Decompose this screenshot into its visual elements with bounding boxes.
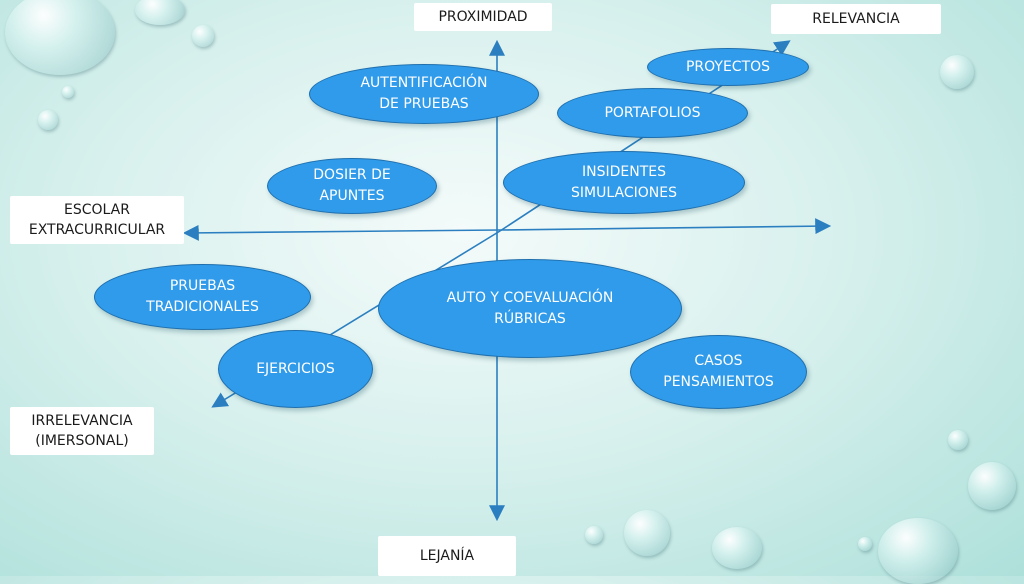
water-drop bbox=[858, 537, 872, 551]
node-portafolios-text: PORTAFOLIOS bbox=[604, 104, 701, 121]
water-drop bbox=[968, 462, 1016, 510]
water-drop bbox=[135, 0, 185, 25]
water-drop bbox=[878, 518, 958, 584]
node-auto-coevaluacion: AUTO Y COEVALUACIÓN RÚBRICAS bbox=[378, 259, 682, 358]
node-ejercicios-text: EJERCICIOS bbox=[256, 360, 335, 377]
water-drop bbox=[38, 110, 58, 130]
label-irrelevancia-text: IRRELEVANCIA (IMERSONAL) bbox=[31, 413, 133, 449]
node-autentificacion: AUTENTIFICACIÓN DE PRUEBAS bbox=[309, 64, 539, 124]
water-drop bbox=[192, 25, 214, 47]
node-proyectos: PROYECTOS bbox=[647, 48, 809, 86]
node-proyectos-text: PROYECTOS bbox=[685, 58, 771, 75]
node-ejercicios: EJERCICIOS bbox=[218, 330, 373, 408]
water-drop bbox=[712, 527, 762, 569]
water-drop bbox=[940, 55, 974, 89]
label-irrelevancia: IRRELEVANCIA (IMERSONAL) bbox=[10, 407, 154, 455]
node-insidentes-text: INSIDENTES SIMULACIONES bbox=[571, 163, 677, 201]
label-escolar-text: ESCOLAR EXTRACURRICULAR bbox=[28, 202, 166, 238]
node-autentificacion-text: AUTENTIFICACIÓN DE PRUEBAS bbox=[360, 75, 488, 112]
node-pruebas-text: PRUEBAS TRADICIONALES bbox=[146, 278, 259, 315]
node-portafolios: PORTAFOLIOS bbox=[557, 88, 748, 138]
node-dosier: DOSIER DE APUNTES bbox=[267, 158, 437, 214]
label-relevancia-text: RELEVANCIA bbox=[812, 11, 900, 27]
node-pruebas: PRUEBAS TRADICIONALES bbox=[94, 264, 311, 330]
label-lejania-text: LEJANÍA bbox=[419, 548, 475, 564]
label-lejania: LEJANÍA bbox=[378, 536, 516, 576]
node-dosier-text: DOSIER DE APUNTES bbox=[313, 167, 391, 204]
water-drop bbox=[585, 526, 603, 544]
water-drop bbox=[624, 510, 670, 556]
node-auto-text: AUTO Y COEVALUACIÓN RÚBRICAS bbox=[446, 289, 614, 327]
horizontal-axis-right bbox=[499, 218, 832, 235]
water-drop bbox=[948, 430, 968, 450]
label-proximidad-text: PROXIMIDAD bbox=[438, 9, 528, 25]
horizontal-axis-left bbox=[182, 224, 501, 241]
water-drop bbox=[5, 0, 115, 75]
label-relevancia: RELEVANCIA bbox=[771, 4, 941, 34]
node-insidentes: INSIDENTES SIMULACIONES bbox=[503, 151, 745, 214]
water-drop bbox=[62, 86, 74, 98]
label-proximidad: PROXIMIDAD bbox=[414, 3, 552, 31]
label-escolar-extracurricular: ESCOLAR EXTRACURRICULAR bbox=[10, 196, 184, 244]
node-casos-text: CASOS PENSAMIENTOS bbox=[663, 353, 774, 390]
node-casos: CASOS PENSAMIENTOS bbox=[630, 335, 807, 409]
